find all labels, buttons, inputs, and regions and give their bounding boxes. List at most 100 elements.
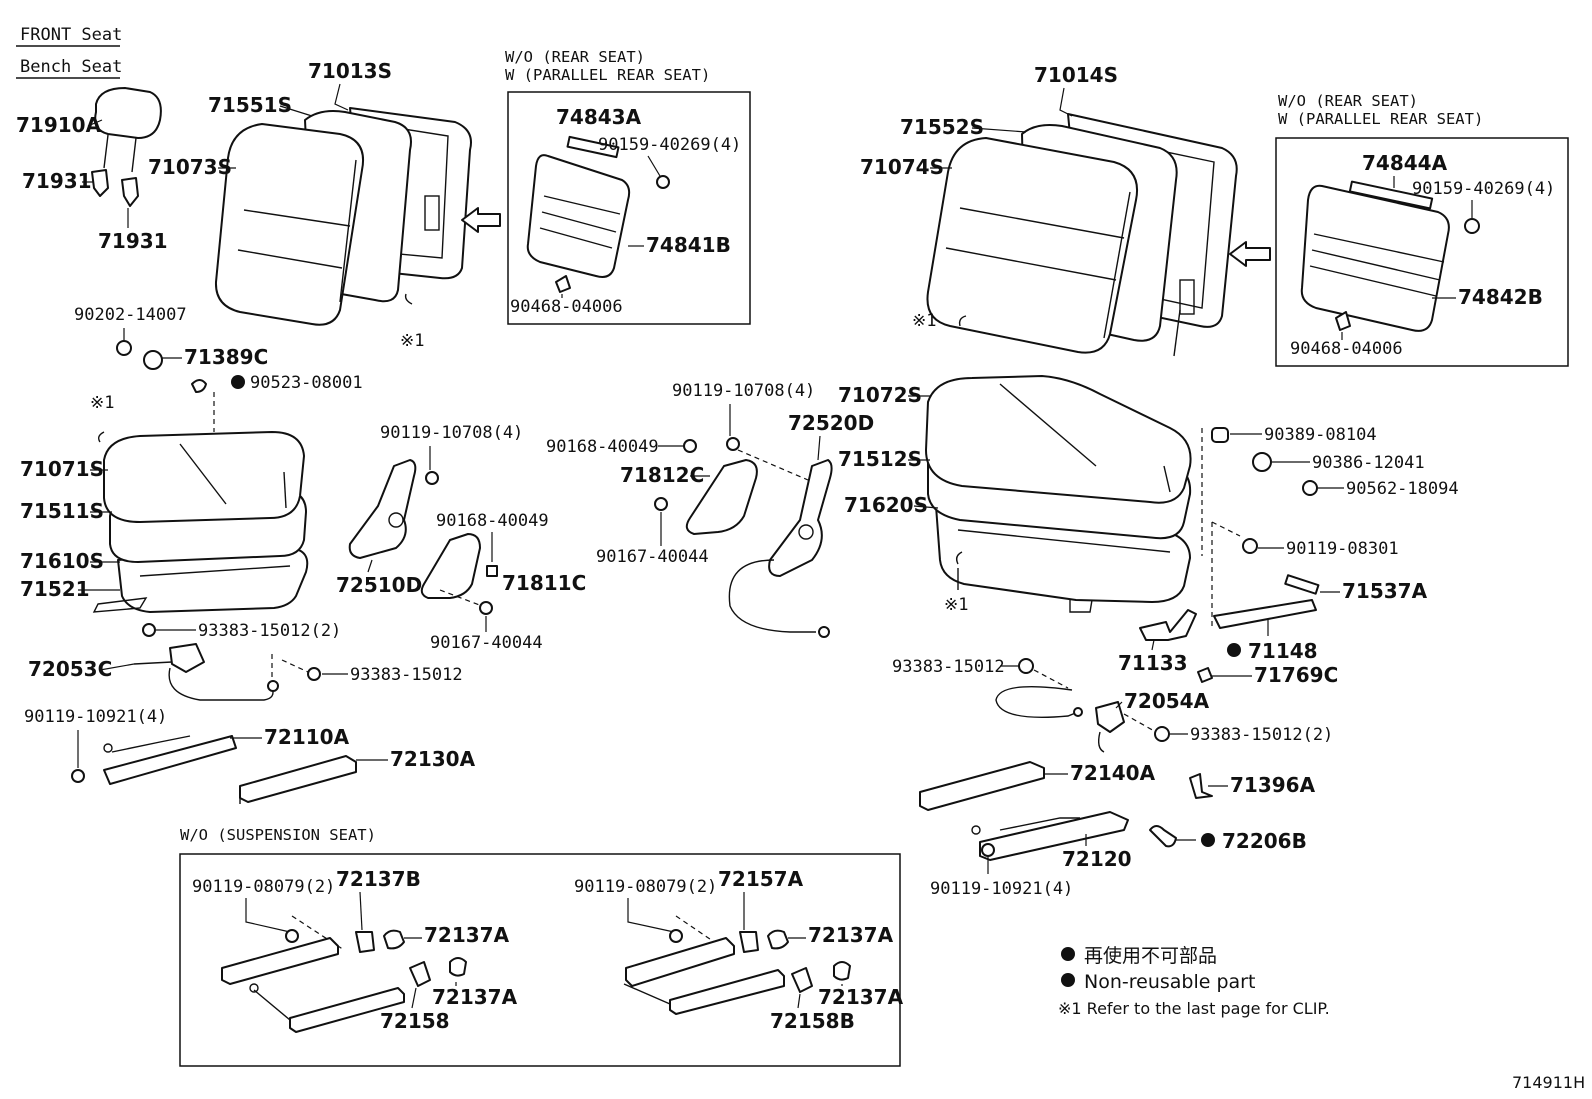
label-74841B: 74841B [646, 233, 731, 257]
label-72137A-d: 72137A [818, 985, 904, 1009]
clip-mark-4: ※1 [944, 595, 968, 615]
label-71133: 71133 [1118, 651, 1188, 675]
label-71396A: 71396A [1230, 773, 1316, 797]
label-90168-40049-a: 90168-40049 [436, 511, 549, 531]
seatback-cover-left [214, 123, 364, 326]
legend-non-reusable-en: Non-reusable part [1084, 971, 1255, 993]
label-71931-b: 71931 [98, 229, 168, 253]
label-90468-04006-a: 90468-04006 [510, 297, 623, 317]
label-72054A: 72054A [1124, 689, 1210, 713]
seat-track-right-a [919, 761, 1045, 811]
label-93383-15012-2-a: 93383-15012(2) [198, 621, 341, 641]
non-reusable-dot-90523 [231, 375, 245, 389]
cushion-cover-left [103, 431, 305, 523]
suspension-rail-right-b [623, 969, 785, 1015]
label-90119-08301: 90119-08301 [1286, 539, 1399, 559]
option-rear-left-line1: W/O (REAR SEAT) [505, 48, 645, 66]
label-90119-10708-a: 90119-10708(4) [380, 423, 523, 443]
option-rear-right-line1: W/O (REAR SEAT) [1278, 92, 1418, 110]
headrest-support-a [91, 169, 109, 197]
label-71073S: 71073S [148, 155, 232, 179]
option-rear-right-line2: W (PARALLEL REAR SEAT) [1278, 110, 1483, 128]
release-cable-left [133, 643, 279, 701]
back-board-left [526, 154, 631, 278]
legend-non-reusable-jp: 再使用不可部品 [1084, 945, 1217, 967]
label-71511S: 71511S [20, 499, 104, 523]
label-90119-10708-b: 90119-10708(4) [672, 381, 815, 401]
arrow-left [461, 207, 501, 233]
legend-clip-note: ※1 Refer to the last page for CLIP. [1058, 999, 1330, 1018]
label-90168-40049-b: 90168-40049 [546, 437, 659, 457]
label-72137A-b: 72137A [432, 985, 518, 1009]
legend-dot-en [1061, 973, 1075, 987]
label-90468-04006-b: 90468-04006 [1290, 339, 1403, 359]
label-71072S: 71072S [838, 383, 922, 407]
seat-track-right-b [971, 811, 1129, 861]
option-box-suspension [179, 853, 901, 1067]
non-reusable-dot-72206B [1201, 833, 1215, 847]
release-cable-right [995, 686, 1125, 753]
label-72206B: 72206B [1222, 829, 1307, 853]
cushion-frame-left [92, 547, 309, 613]
label-71811C: 71811C [502, 571, 586, 595]
label-71071S: 71071S [20, 457, 104, 481]
label-72137B: 72137B [336, 867, 421, 891]
recliner-cover-right [685, 459, 758, 535]
label-71769C: 71769C [1254, 663, 1338, 687]
label-90562-18094: 90562-18094 [1346, 479, 1459, 499]
label-72137A-c: 72137A [808, 923, 894, 947]
label-90167-40044-b: 90167-40044 [596, 547, 709, 567]
label-90159-40269-a: 90159-40269(4) [598, 135, 741, 155]
label-71074S: 71074S [860, 155, 944, 179]
label-72158B: 72158B [770, 1009, 855, 1033]
recliner-cover-left [420, 533, 481, 599]
label-71537A: 71537A [1342, 579, 1428, 603]
bracket-71133 [1139, 609, 1197, 641]
label-93383-15012-b: 93383-15012 [892, 657, 1005, 677]
label-72158: 72158 [380, 1009, 450, 1033]
clip-mark-3: ※1 [912, 311, 936, 331]
clip-mark-2: ※1 [90, 393, 114, 413]
cushion-cover-right [925, 375, 1192, 504]
figure-id: 714911H [1512, 1073, 1585, 1092]
label-71521: 71521 [20, 577, 90, 601]
option-suspension: W/O (SUSPENSION SEAT) [180, 826, 376, 844]
label-71512S: 71512S [838, 447, 922, 471]
label-71931-a: 71931 [22, 169, 92, 193]
legend-dot-jp [1061, 947, 1075, 961]
heading-front-seat: FRONT Seat [20, 25, 122, 45]
label-71552S: 71552S [900, 115, 984, 139]
headrest-support-b [121, 177, 139, 207]
label-72140A: 72140A [1070, 761, 1156, 785]
recliner-left [348, 459, 417, 559]
label-90119-08079-2-b: 90119-08079(2) [574, 877, 717, 897]
heading-bench-seat: Bench Seat [20, 57, 122, 77]
label-72520D: 72520D [788, 411, 874, 435]
clip-mark-1: ※1 [400, 331, 424, 351]
label-71148: 71148 [1248, 639, 1318, 663]
label-71610S: 71610S [20, 549, 104, 573]
label-90119-10921-4-a: 90119-10921(4) [24, 707, 167, 727]
seat-track-left-b [239, 755, 357, 804]
label-90119-10921-4-b: 90119-10921(4) [930, 879, 1073, 899]
seat-track-left-a [103, 735, 237, 785]
suspension-rail-left-b [249, 983, 405, 1033]
label-90119-08079-2-a: 90119-08079(2) [192, 877, 335, 897]
label-93383-15012-a: 93383-15012 [350, 665, 463, 685]
non-reusable-dot-71148 [1227, 643, 1241, 657]
label-90389-08104: 90389-08104 [1264, 425, 1377, 445]
label-90386-12041: 90386-12041 [1312, 453, 1425, 473]
label-71551S: 71551S [208, 93, 292, 117]
label-90202-14007: 90202-14007 [74, 305, 187, 325]
headrest [94, 87, 162, 173]
label-71013S: 71013S [308, 59, 392, 83]
label-72053C: 72053C [28, 657, 112, 681]
label-71910A: 71910A [16, 113, 102, 137]
label-72130A: 72130A [390, 747, 476, 771]
label-72510D: 72510D [336, 573, 422, 597]
label-74843A: 74843A [556, 105, 642, 129]
label-90523-08001: 90523-08001 [250, 373, 363, 393]
label-72157A: 72157A [718, 867, 804, 891]
seatback-cover-right [926, 137, 1138, 354]
